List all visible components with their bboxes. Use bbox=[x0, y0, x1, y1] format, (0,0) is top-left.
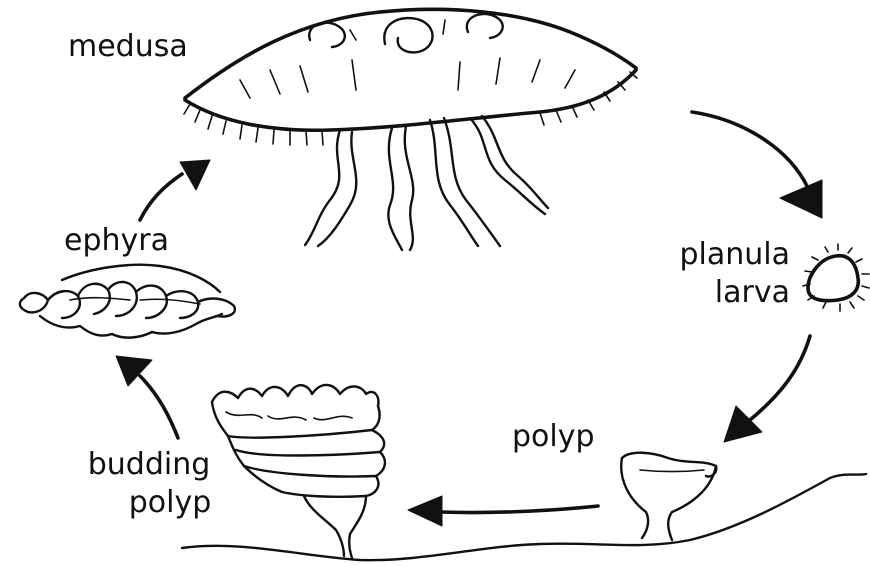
stage-label-polyp: polyp bbox=[512, 420, 595, 454]
arrow-planula-to-polyp bbox=[724, 336, 810, 442]
budding-polyp-illustration bbox=[212, 385, 385, 558]
arrow-budding-to-ephyra bbox=[116, 356, 178, 438]
arrow-polyp-to-budding-polyp bbox=[408, 496, 598, 526]
stage-label-ephyra: ephyra bbox=[64, 224, 169, 258]
arrow-ephyra-to-medusa bbox=[140, 160, 210, 220]
ephyra-illustration bbox=[20, 265, 235, 338]
polyp-illustration bbox=[621, 453, 716, 540]
seafloor-line bbox=[182, 474, 866, 560]
medusa-illustration bbox=[184, 9, 637, 250]
stage-label-planula-line1: planula bbox=[640, 238, 790, 272]
stage-label-budding-line1: budding bbox=[64, 448, 234, 482]
stage-label-medusa: medusa bbox=[68, 30, 188, 64]
planula-larva-illustration bbox=[803, 244, 869, 311]
arrow-medusa-to-planula bbox=[692, 112, 822, 218]
stage-label-budding-line2: polyp bbox=[110, 486, 230, 520]
stage-label-planula-line2: larva bbox=[640, 276, 790, 310]
